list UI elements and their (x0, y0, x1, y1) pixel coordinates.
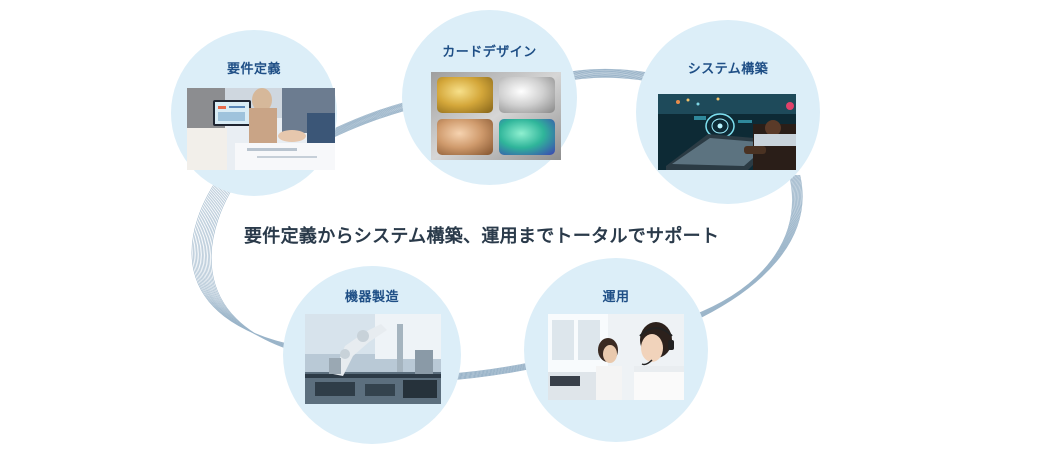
node-card-design-label: カードデザイン (442, 45, 537, 60)
laptop-hologram-photo-icon (658, 94, 796, 170)
metallic-cards-photo-icon (431, 72, 561, 160)
node-requirements-label: 要件定義 (226, 62, 281, 77)
node-operation-label: 運用 (602, 290, 630, 305)
call-center-operator-photo-icon (548, 314, 684, 400)
node-system-build-label: システム構築 (687, 62, 769, 77)
node-requirements: 要件定義 (171, 30, 337, 196)
node-manufacturing-label: 機器製造 (344, 290, 399, 305)
node-card-design: カードデザイン (402, 10, 577, 185)
node-manufacturing: 機器製造 (283, 266, 461, 444)
node-system-build: システム構築 (636, 20, 820, 204)
meeting-tablet-photo-icon (187, 88, 335, 170)
center-tagline: 要件定義からシステム構築、運用までトータルでサポート (244, 226, 720, 247)
node-operation: 運用 (524, 258, 708, 442)
factory-robot-arm-photo-icon (305, 314, 441, 404)
